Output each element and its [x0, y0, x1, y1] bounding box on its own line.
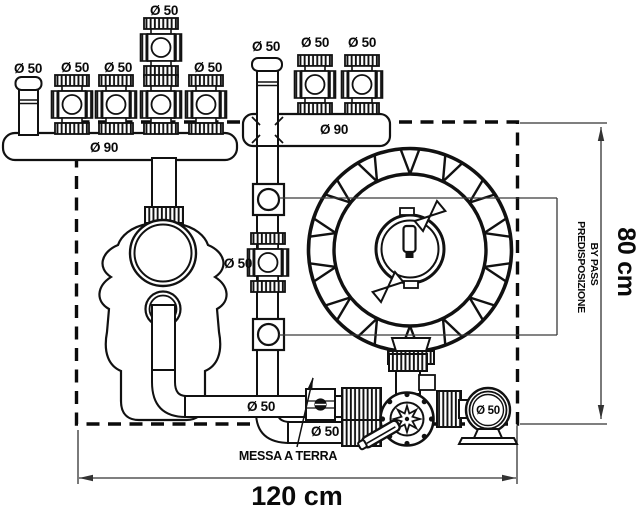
- filter-vane: [442, 162, 463, 183]
- pipe-diameter-label: Ø 50: [311, 424, 339, 439]
- filter-vane: [468, 296, 484, 321]
- pipe-diameter-label: Ø 50: [476, 405, 500, 417]
- filter-vane: [373, 318, 379, 345]
- filter-hub: [371, 199, 447, 304]
- pipe-diameter-label: Ø 50: [348, 35, 376, 50]
- filter-vane: [313, 265, 337, 283]
- left-manifold: [1, 17, 239, 162]
- upper-pipe: [184, 388, 345, 421]
- filter-vane: [483, 217, 507, 235]
- union-left-upper: [341, 387, 382, 421]
- filter-vane: [357, 317, 378, 338]
- filter-vane: [357, 162, 378, 183]
- filter-vane: [336, 179, 352, 204]
- ball-valve: [139, 74, 183, 135]
- pipe-diameter-label: Ø 50: [247, 399, 275, 414]
- filter-vane: [483, 265, 507, 283]
- ball-valve-stacked-top: [139, 17, 183, 78]
- hub-key: [402, 224, 417, 254]
- valve-lever-handle: [357, 419, 401, 451]
- union-right: [436, 390, 462, 428]
- height-dimension: [520, 122, 607, 425]
- pump-body: [98, 157, 228, 422]
- pipe-diameter-label: Ø 90: [320, 122, 348, 137]
- filter-ring-vanes: [310, 149, 510, 351]
- pipe-diameter-label: Ø 50: [301, 35, 329, 50]
- bypass-provision-label-line2: BY PASS: [588, 242, 600, 285]
- center-manifold: [241, 54, 392, 148]
- bypass-union-top: [251, 182, 286, 217]
- pipe-diameter-label: Ø 50: [150, 3, 178, 18]
- end-cap-stand: [457, 437, 519, 445]
- ball-valve: [50, 74, 94, 135]
- filter-vane: [310, 231, 337, 238]
- filter-vane: [399, 149, 412, 175]
- multiport-valve: [357, 391, 435, 451]
- filter-vane: [313, 217, 337, 235]
- filter-vane: [483, 262, 510, 269]
- ball-valve: [94, 74, 138, 135]
- riser-ball-valve: [246, 232, 290, 293]
- ball-valve: [293, 54, 337, 115]
- pipe-diameter-label: Ø 50: [194, 60, 222, 75]
- filter-vane: [469, 296, 495, 307]
- pipe-diameter-label: Ø 50: [224, 256, 252, 271]
- filter-vane: [468, 179, 484, 204]
- filter-vane: [483, 231, 510, 238]
- ball-valve: [184, 74, 228, 135]
- width-dimension: [77, 426, 518, 484]
- filter-vane: [325, 193, 351, 204]
- filter-vane: [310, 262, 337, 269]
- multiport-valve-assembly: [341, 353, 519, 451]
- valve-top-collar: [388, 353, 428, 372]
- bypass-provision-lines: [279, 197, 558, 336]
- width-dimension-label: 120 cm: [251, 481, 343, 511]
- pipe-diameter-label: Ø 50: [104, 60, 132, 75]
- filter-vane: [441, 318, 447, 345]
- filter-vane: [325, 296, 351, 307]
- pipe-diameter-label: Ø 50: [252, 39, 280, 54]
- filter-lid: [306, 146, 514, 365]
- ground-clamp: [305, 388, 336, 421]
- end-cap-gauge: [457, 386, 519, 445]
- filter-vane: [373, 155, 379, 182]
- filter-vane: [442, 317, 463, 338]
- pipe-cap: [251, 57, 283, 72]
- bypass-provision-label-line1: PREDISPOSIZIONE: [575, 221, 587, 313]
- riser-pipe: [246, 57, 346, 445]
- pipe-diameter-label: Ø 50: [14, 61, 42, 76]
- ball-valve: [340, 54, 384, 115]
- capped-stub-pipe: [14, 76, 43, 136]
- grounding-label: MESSA A TERRA: [239, 449, 337, 463]
- filter-vane: [408, 149, 421, 175]
- height-dimension-label: 80 cm: [612, 227, 639, 296]
- filter-vane: [441, 155, 447, 182]
- filter-vane: [469, 193, 495, 204]
- pipe-diameter-label: Ø 90: [90, 140, 118, 155]
- filter-vane: [336, 296, 352, 321]
- pipe-diameter-label: Ø 50: [61, 60, 89, 75]
- grounding-arrow: [296, 377, 314, 448]
